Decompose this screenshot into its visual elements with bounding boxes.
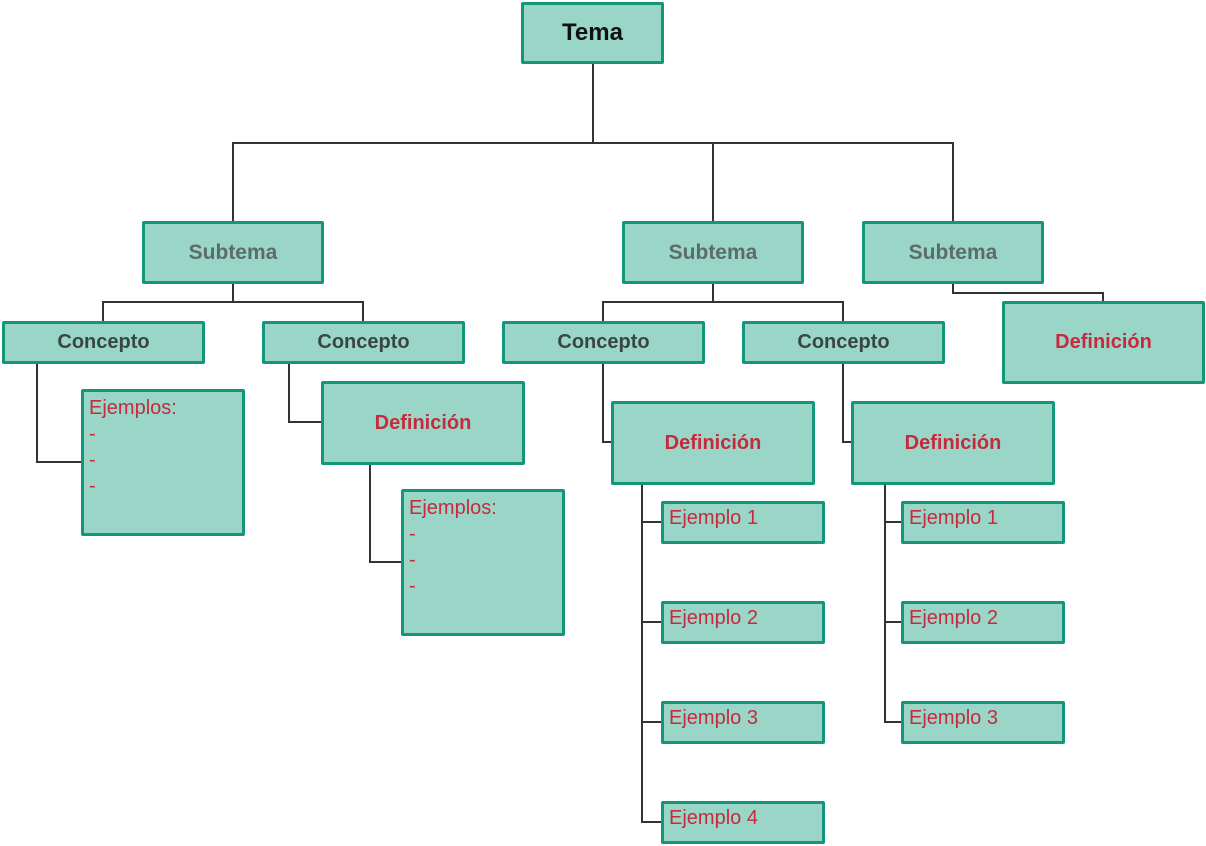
connector-subtema2-conceptos [602,283,844,322]
tema-node: Tema [521,2,664,64]
definicion-node: Definición [611,401,815,485]
ejemplo-node: Ejemplo 3 [661,701,825,744]
ejemplos-bullet: - [89,475,96,497]
connector-definicion3-ejemplos [884,483,902,723]
ejemplos-heading: Ejemplos: [409,497,497,519]
subtema-node: Subtema [622,221,804,284]
ejemplo-node: Ejemplo 2 [901,601,1065,644]
ejemplo-node: Ejemplo 2 [661,601,825,644]
ejemplo-node: Ejemplo 1 [661,501,825,544]
connector-subtema3-definicion [952,283,1104,302]
subtema-node: Subtema [142,221,324,284]
ejemplos-bullet: - [409,523,416,545]
definicion-node: Definición [1002,301,1205,384]
concepto-node: Concepto [2,321,205,364]
concepto-node: Concepto [742,321,945,364]
ejemplos-bullet: - [409,575,416,597]
ejemplos-bullet: - [409,549,416,571]
connector-concepto3-definicion [602,363,612,443]
subtema-node: Subtema [862,221,1044,284]
ejemplo-node: Ejemplo 1 [901,501,1065,544]
ejemplos-list-node: Ejemplos: - - - [81,389,245,536]
connector-definicion1-ejemplos [369,463,402,563]
ejemplo-node: Ejemplo 4 [661,801,825,844]
connector-definicion2-ejemplos [641,483,662,823]
concepto-node: Concepto [502,321,705,364]
ejemplos-heading: Ejemplos: [89,397,177,419]
concepto-node: Concepto [262,321,465,364]
ejemplos-bullet: - [89,449,96,471]
connector-concepto4-definicion [842,363,852,443]
connector-concepto1-ejemplos [36,363,82,463]
definicion-node: Definición [851,401,1055,485]
definicion-node: Definición [321,381,525,465]
ejemplo-node: Ejemplo 3 [901,701,1065,744]
connector-subtema1-conceptos [102,283,364,322]
connector-concepto2-definicion [288,363,322,423]
ejemplos-bullet: - [89,423,96,445]
ejemplos-list-node: Ejemplos: - - - [401,489,565,636]
connector-tema-subtemas [232,63,954,222]
